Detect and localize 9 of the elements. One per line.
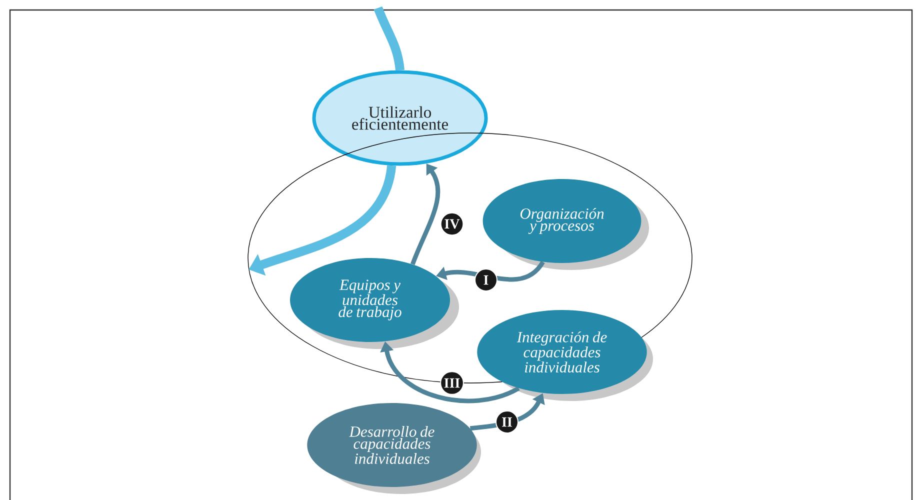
step-number-badge: III [440, 371, 464, 395]
ellipse-node: Desarrollo de capacidades individuales [307, 403, 481, 494]
ellipse-node: Utilizarlo eficientemente [312, 70, 488, 166]
step-number-badge: I [474, 268, 498, 292]
ellipse-node: Integración de capacidades individuales [477, 310, 653, 401]
step-number-badge: IV [440, 212, 464, 236]
step-number-badge: II [496, 410, 518, 434]
ellipse-node: Equipos y unidades de trabajo [290, 258, 459, 349]
ellipse-node: Organización y procesos [482, 179, 649, 270]
